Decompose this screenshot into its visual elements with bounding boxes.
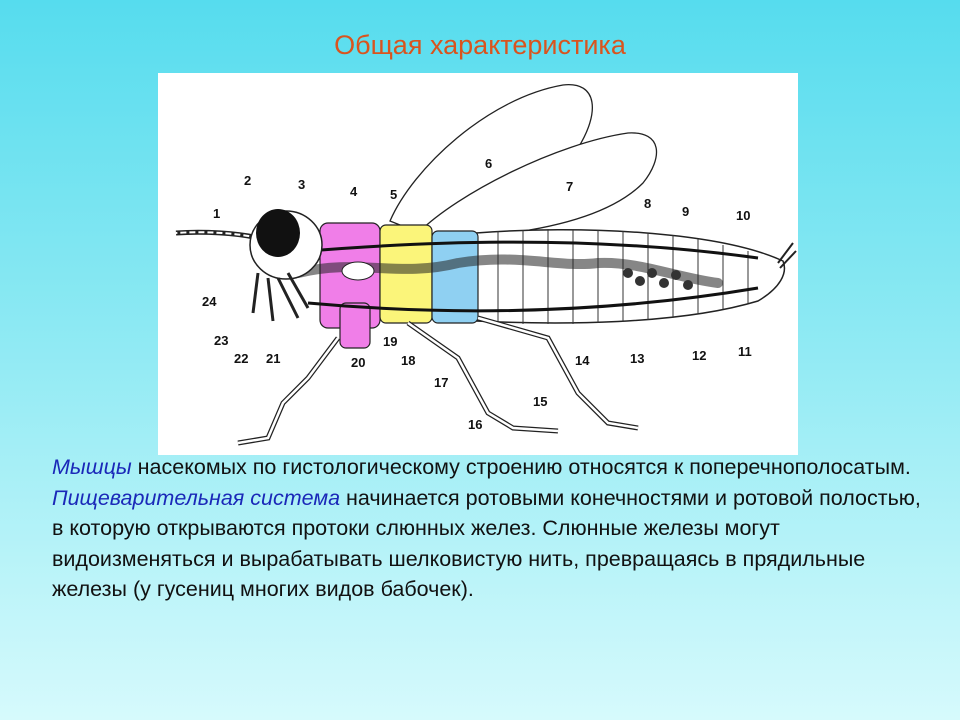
insect-anatomy-svg: 1 2 3 4 5 6 7 8 9 10 11 12 13 14 15 16 1… (175, 84, 797, 446)
paragraph-muscles-text: насекомых по гистологическому строению о… (131, 455, 911, 479)
label-20: 20 (351, 355, 365, 370)
foreleg (237, 336, 340, 446)
label-24: 24 (202, 294, 217, 309)
nerve-cord (307, 286, 759, 313)
prothorax-lower (339, 302, 371, 349)
label-11: 11 (738, 344, 752, 359)
label-23: 23 (214, 333, 228, 348)
paragraph-digestive: Пищеварительная система начинается ротов… (52, 483, 922, 605)
insect-anatomy-diagram: 1 2 3 4 5 6 7 8 9 10 11 12 13 14 15 16 1… (158, 73, 798, 455)
label-4: 4 (350, 184, 358, 199)
label-13: 13 (630, 351, 644, 366)
label-3: 3 (298, 177, 305, 192)
label-19: 19 (383, 334, 397, 349)
label-15: 15 (533, 394, 547, 409)
hindleg (477, 315, 639, 431)
label-9: 9 (682, 204, 689, 219)
part-labels: 1 2 3 4 5 6 7 8 9 10 11 12 13 14 15 16 1… (202, 156, 752, 432)
paragraph-digestive-text: начинается ротовыми конечностями и ротов… (52, 485, 921, 602)
body-text: Мышцы насекомых по гистологическому стро… (52, 452, 922, 605)
label-21: 21 (266, 351, 280, 366)
label-14: 14 (575, 353, 590, 368)
slide-title: Общая характеристика (334, 30, 626, 60)
label-12: 12 (692, 348, 706, 363)
paragraph-muscles: Мышцы насекомых по гистологическому стро… (52, 452, 922, 483)
compound-eye (256, 209, 300, 257)
label-8: 8 (644, 196, 651, 211)
label-10: 10 (736, 208, 750, 223)
term-digestive-system: Пищеварительная система (52, 485, 341, 510)
hindwing (416, 132, 658, 239)
label-1: 1 (213, 206, 220, 221)
label-16: 16 (468, 417, 482, 432)
digestive-tract (293, 254, 723, 288)
label-7: 7 (566, 179, 573, 194)
term-muscles: Мышцы (52, 455, 132, 479)
dorsal-vessel (307, 240, 759, 260)
mouthparts (251, 272, 310, 322)
label-22: 22 (234, 351, 248, 366)
label-2: 2 (244, 173, 251, 188)
label-6: 6 (485, 156, 492, 171)
gonads (623, 268, 693, 290)
label-18: 18 (401, 353, 415, 368)
crop (341, 261, 375, 281)
cerci (777, 242, 797, 269)
label-17: 17 (434, 375, 448, 390)
metathorax (431, 230, 479, 324)
label-5: 5 (390, 187, 397, 202)
